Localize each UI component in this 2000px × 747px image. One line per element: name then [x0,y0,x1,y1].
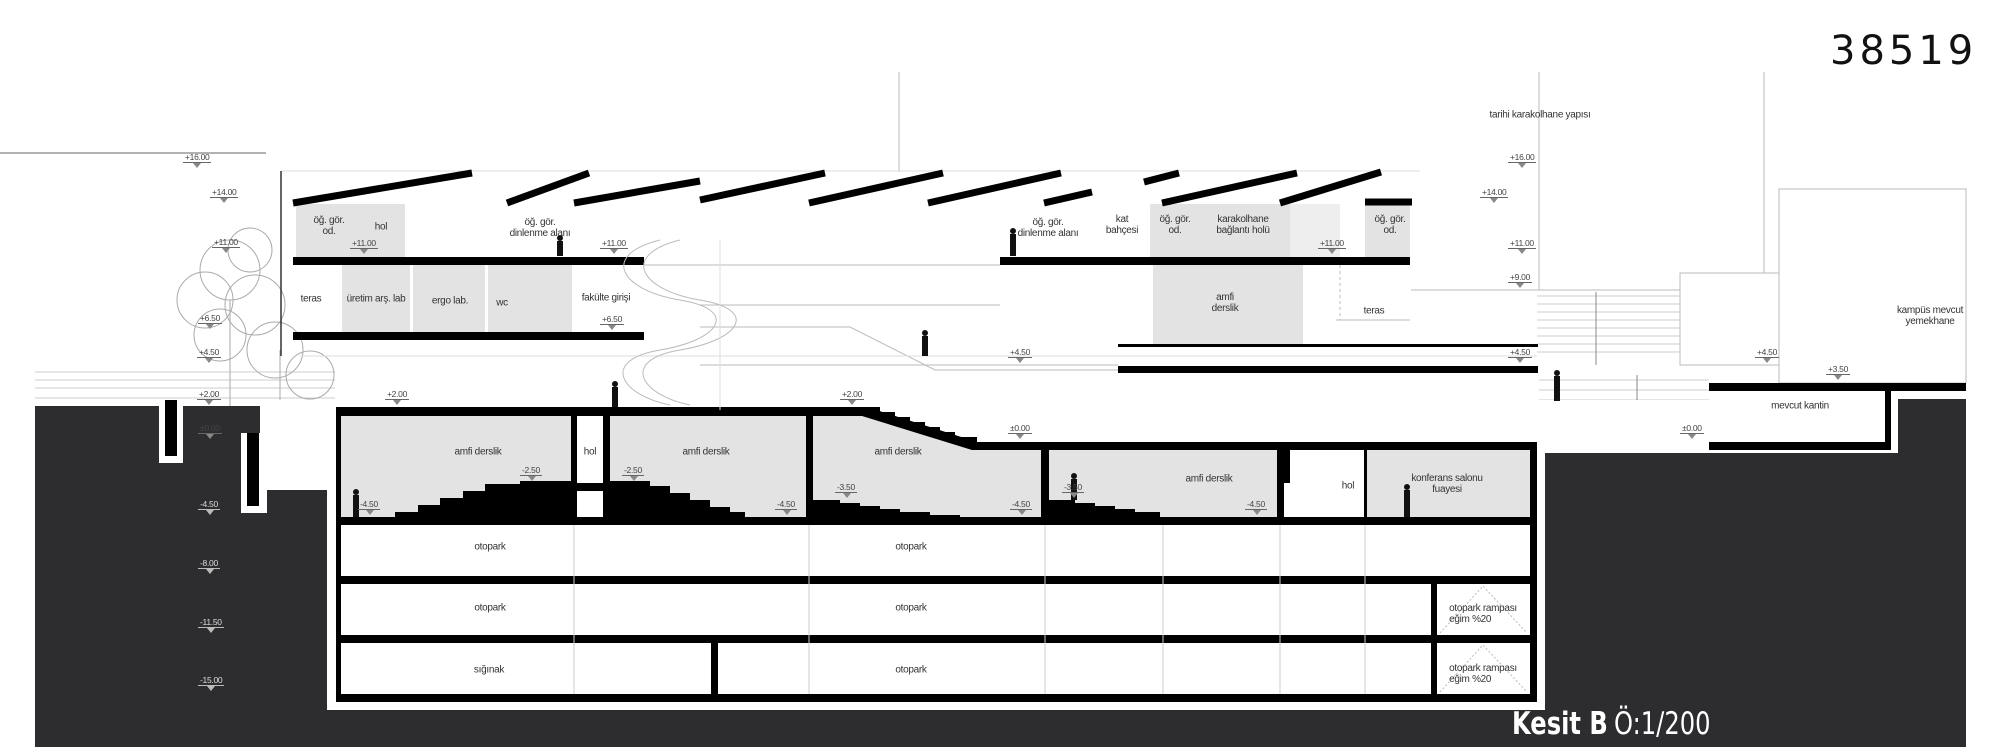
level-marker: +11.00 [1318,238,1346,254]
space-label: wc [496,297,508,309]
space-label: öğ. gör. dinlenme alanı [1017,217,1079,239]
space-label: teras [1363,305,1385,317]
parking-label: otopark [895,602,927,614]
level-marker: -2.50 [622,465,644,481]
level-marker: -4.50 [358,499,380,515]
tree [176,227,335,420]
level-marker: +2.00 [385,389,410,405]
space-label: öğ. gör. od. [1159,214,1191,236]
level-marker: -4.50 [1245,499,1267,515]
level-marker: -2.50 [520,465,542,481]
space-label: konferans salonu fuayesi [1411,473,1483,495]
level-marker: +11.00 [1508,238,1536,254]
context-lines [0,72,1967,399]
level-marker: +6.50 [600,314,625,330]
space-label: karakolhane bağlantı holü [1216,214,1270,236]
space-label: öğ. gör. od. [313,215,345,237]
parking-label: otopark [474,541,506,553]
level-marker: +4.50 [1508,347,1533,363]
level-marker: +14.00 [1480,187,1509,203]
interior-linework [300,239,1537,410]
drawing-scale: Ö:1/200 [1614,706,1711,742]
level-marker: +14.00 [210,187,239,203]
level-marker: -8.00 [198,558,220,574]
level-marker: +4.50 [1755,347,1780,363]
level-marker: -15.00 [198,675,225,691]
level-marker: -3.50 [1062,482,1084,498]
shelter-label: sığınak [473,664,505,676]
space-label: fakülte girişi [581,292,631,304]
level-marker: +11.00 [600,238,628,254]
level-marker: ±0.00 [1680,423,1704,439]
level-marker: ±0.00 [1008,423,1032,439]
parking-label: otopark [895,541,927,553]
section-name: Kesit B [1512,706,1608,742]
level-marker: -4.50 [775,499,797,515]
level-marker: +9.00 [1508,272,1533,288]
context-label-canteen: mevcut kantin [1771,400,1829,412]
space-label: teras [300,293,322,305]
level-marker: +16.00 [183,152,212,168]
space-label: üretim arş. lab [346,293,406,305]
level-marker: +6.50 [198,313,223,329]
level-marker: +4.50 [197,347,222,363]
space-label: kat bahçesi [1105,214,1139,236]
floor-slabs [293,257,1966,450]
level-marker: +16.00 [1508,152,1537,168]
space-label: ergo lab. [431,295,469,307]
level-marker: -3.50 [835,482,857,498]
space-label: hol [374,221,388,233]
level-marker: +4.50 [1008,347,1033,363]
level-marker: +2.00 [840,389,865,405]
space-label: öğ. gör. dinlenme alanı [509,217,571,239]
space-label: amfi derslik [454,446,502,458]
space-label: amfi derslik [1185,473,1233,485]
level-marker: +3.50 [1826,364,1851,380]
upper-building [280,168,1966,517]
space-label: amfi derslik [1211,292,1239,314]
space-label: hol [1341,480,1355,492]
space-label: amfi derslik [874,446,922,458]
parking-label: otopark [474,602,506,614]
tiered-seating [395,481,1160,517]
space-label: amfi derslik [682,446,730,458]
parking-ramp-label: otopark rampası eğim %20 [1449,663,1517,685]
level-marker: ±0.00 [198,423,222,439]
level-marker: +11.00 [350,238,378,254]
people-silhouettes [353,228,1560,517]
level-marker: -4.50 [198,499,220,515]
space-label: öğ. gör. od. [1374,214,1406,236]
parking-label: otopark [895,664,927,676]
level-marker: +11.00 [212,237,240,253]
context-label-cafeteria: kampüs mevcut yemekhane [1896,305,1964,327]
level-marker: -4.50 [1010,499,1032,515]
level-marker: +2.00 [197,389,222,405]
basement-structure [336,407,1537,702]
level-marker: -11.50 [198,617,224,633]
context-label-historic-building: tarihi karakolhane yapısı [1489,109,1591,121]
space-label: hol [583,446,597,458]
parking-ramp-label: otopark rampası eğim %20 [1449,603,1517,625]
roof [292,168,1412,207]
sheet-number: 38519 [1830,28,1978,74]
